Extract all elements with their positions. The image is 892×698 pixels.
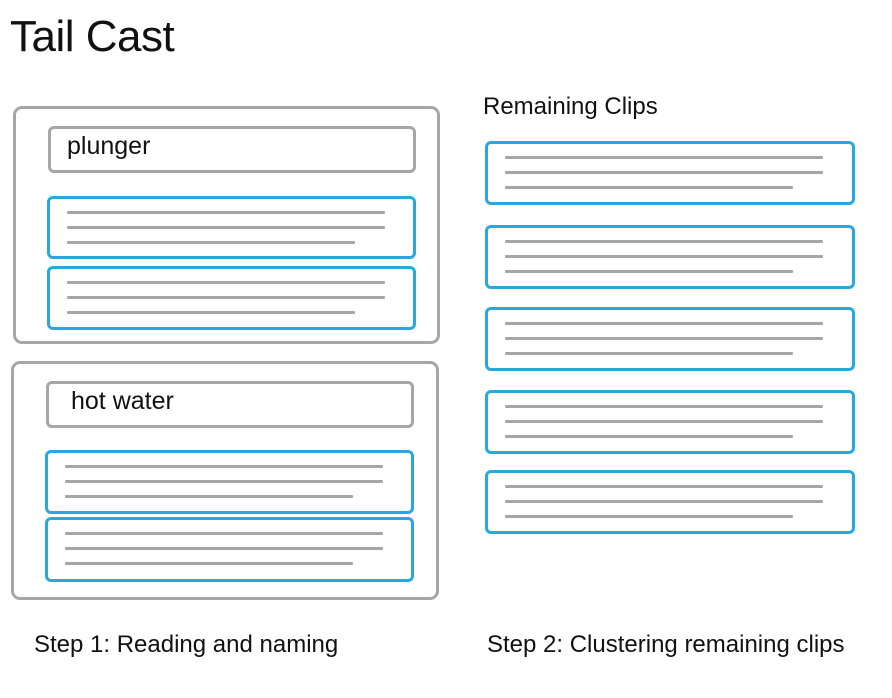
text-line <box>65 480 383 483</box>
text-line <box>65 495 353 498</box>
cluster-group-hot-water[interactable]: hot water <box>11 361 439 600</box>
text-line <box>505 405 823 408</box>
text-line <box>505 435 793 438</box>
step1-caption: Step 1: Reading and naming <box>34 631 339 658</box>
remaining-clip-card[interactable] <box>485 390 855 454</box>
page-title: Tail Cast <box>10 12 175 61</box>
remaining-clip-card[interactable] <box>485 470 855 534</box>
text-line <box>505 171 823 174</box>
text-line <box>65 562 353 565</box>
clip-card[interactable] <box>47 266 416 330</box>
text-line <box>67 296 385 299</box>
text-line <box>505 322 823 325</box>
text-line <box>505 500 823 503</box>
text-line <box>67 211 385 214</box>
remaining-clip-card[interactable] <box>485 225 855 289</box>
text-line <box>65 465 383 468</box>
clip-card[interactable] <box>45 517 414 582</box>
text-line <box>67 226 385 229</box>
text-line <box>67 311 355 314</box>
text-line <box>65 547 383 550</box>
text-line <box>67 241 355 244</box>
text-line <box>505 515 793 518</box>
cluster-group-plunger[interactable]: plunger <box>13 106 440 344</box>
text-line <box>505 186 793 189</box>
text-line <box>505 240 823 243</box>
cluster-name-field[interactable]: plunger <box>48 126 416 173</box>
remaining-clip-card[interactable] <box>485 307 855 371</box>
text-line <box>505 420 823 423</box>
text-line <box>65 532 383 535</box>
text-line <box>505 485 823 488</box>
clip-card[interactable] <box>45 450 414 514</box>
text-line <box>505 156 823 159</box>
text-line <box>67 281 385 284</box>
cluster-name-field[interactable]: hot water <box>46 381 414 428</box>
text-line <box>505 255 823 258</box>
text-line <box>505 352 793 355</box>
text-line <box>505 270 793 273</box>
text-line <box>505 337 823 340</box>
remaining-clip-card[interactable] <box>485 141 855 205</box>
remaining-clips-heading: Remaining Clips <box>483 93 658 120</box>
clip-card[interactable] <box>47 196 416 259</box>
step2-caption: Step 2: Clustering remaining clips <box>487 631 845 658</box>
